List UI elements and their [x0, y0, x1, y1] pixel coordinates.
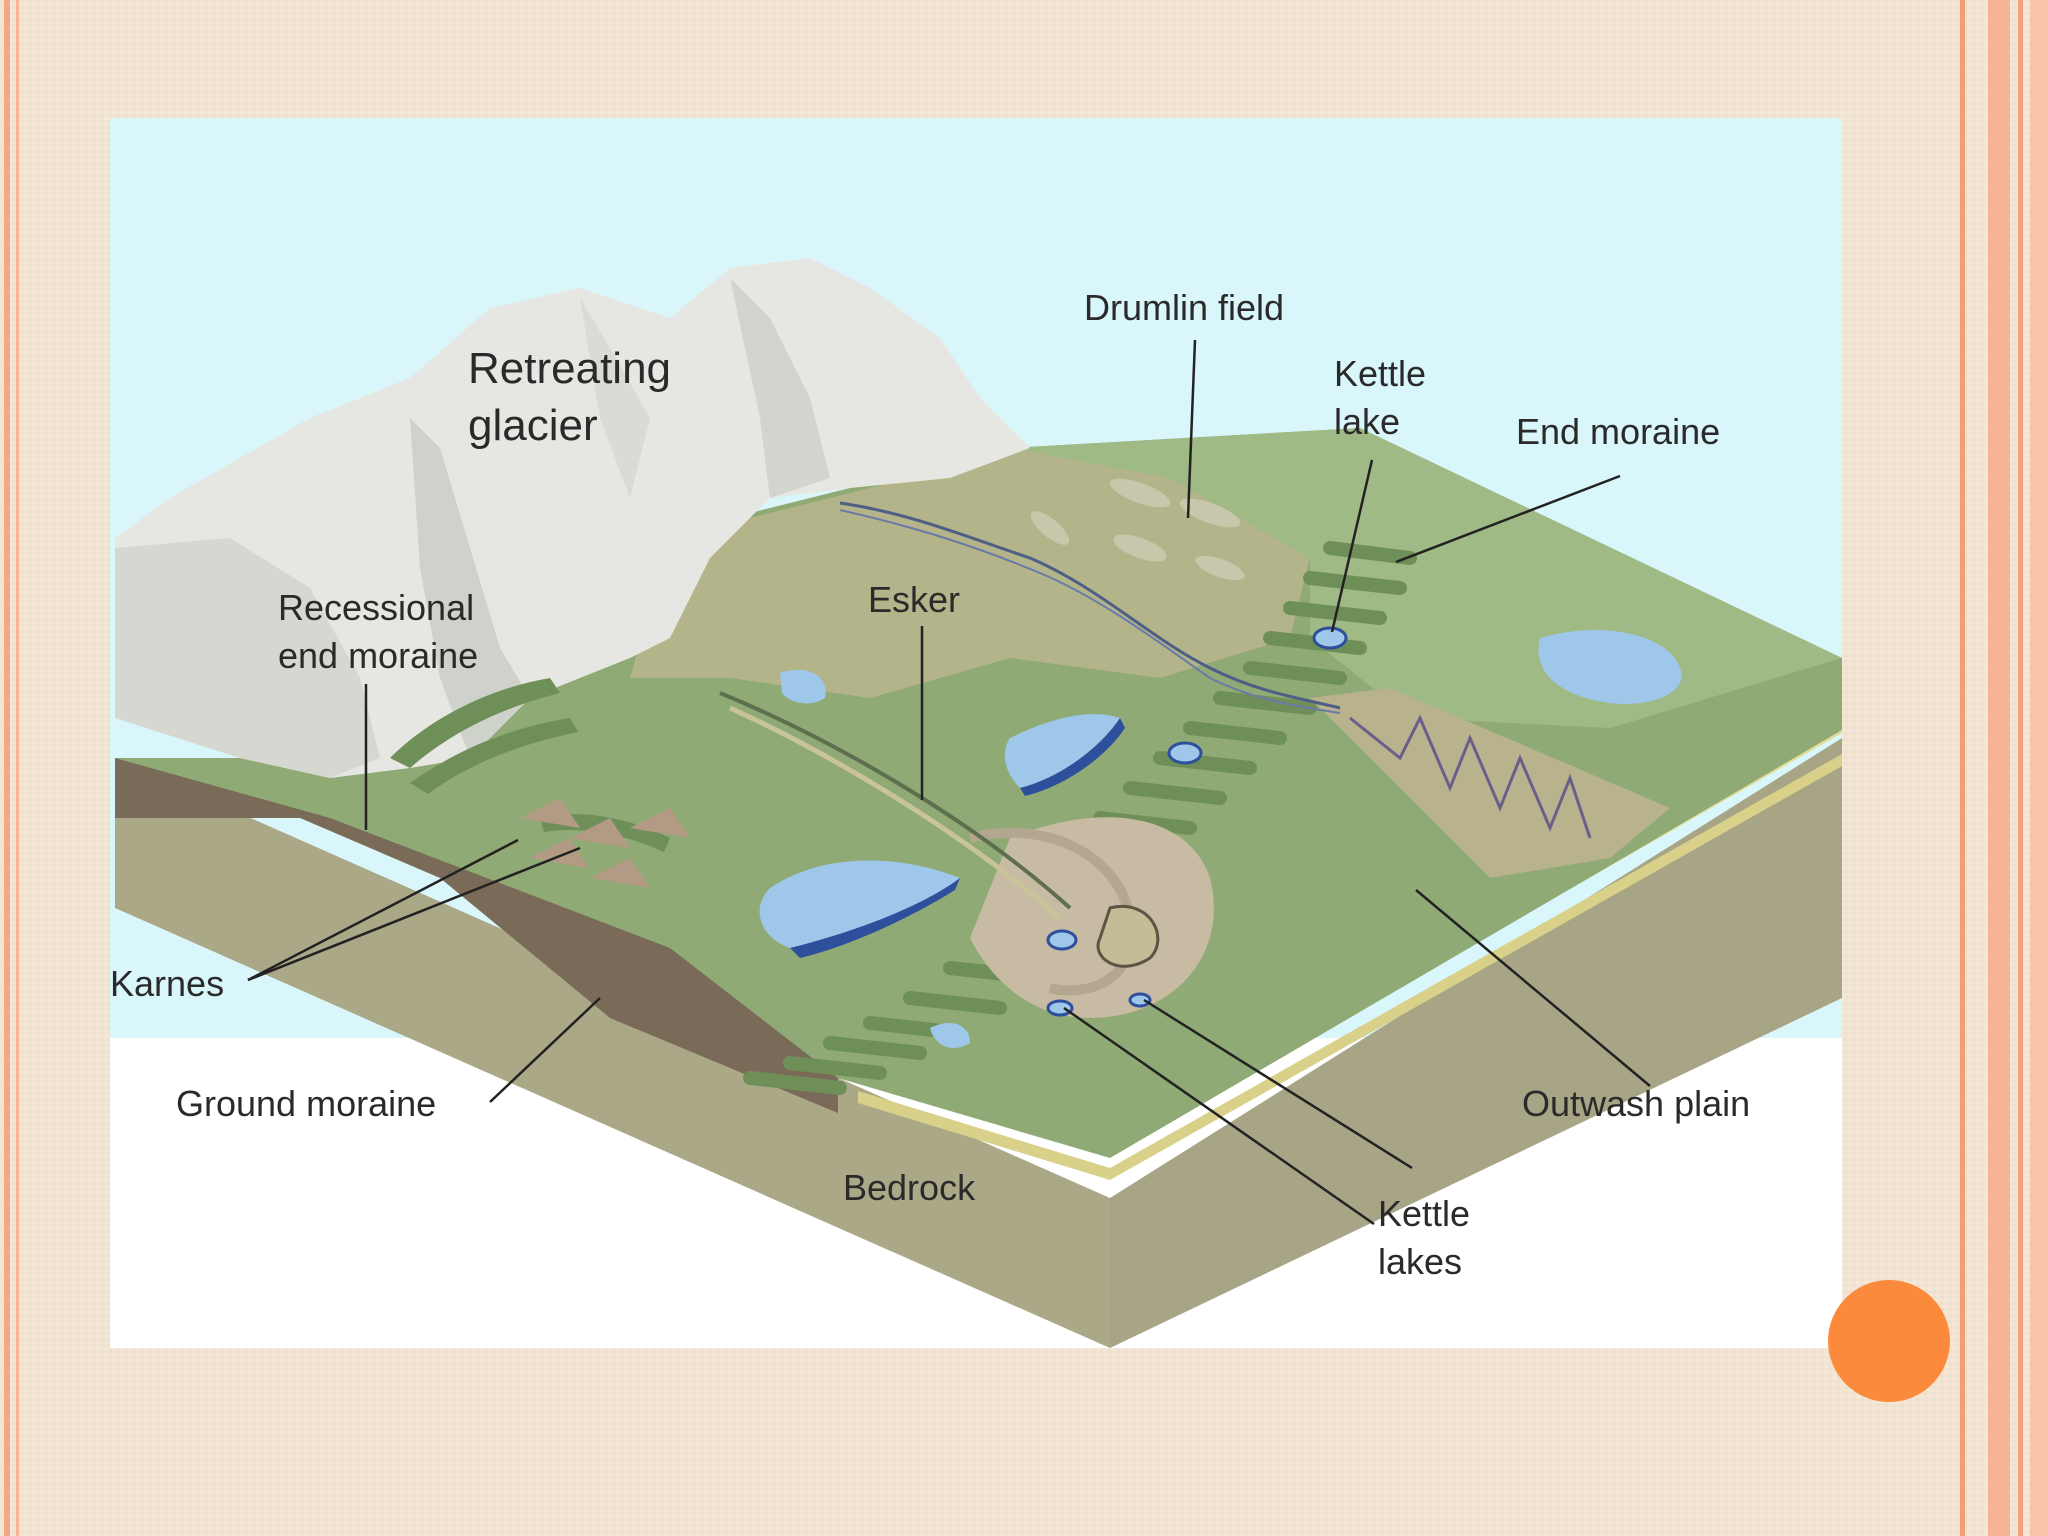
accent-circle — [1828, 1280, 1950, 1402]
label-ground-moraine: Ground moraine — [176, 1083, 436, 1124]
diagram-illustration: Retreating glacier Drumlin field Kettle … — [110, 118, 1842, 1348]
left-frame-line — [4, 0, 10, 1536]
label-karnes: Karnes — [110, 963, 224, 1004]
label-outwash-plain: Outwash plain — [1522, 1083, 1750, 1124]
right-frame-line-outer — [2018, 0, 2023, 1536]
label-lake: lake — [1334, 401, 1400, 442]
label-retreating: Retreating — [468, 344, 671, 393]
esker-end-blob — [1098, 906, 1158, 966]
label-recessional: Recessional — [278, 587, 474, 628]
label-glacier: glacier — [468, 401, 598, 450]
label-kettle-2: Kettle — [1378, 1193, 1470, 1234]
right-frame-line — [1960, 0, 1965, 1536]
label-bedrock: Bedrock — [843, 1167, 976, 1208]
right-frame-band — [1988, 0, 2010, 1536]
label-kettle: Kettle — [1334, 353, 1426, 394]
left-frame-line-inner — [16, 0, 19, 1536]
label-esker: Esker — [868, 579, 960, 620]
label-end-moraine-2: end moraine — [278, 635, 478, 676]
label-drumlin-field: Drumlin field — [1084, 287, 1284, 328]
label-lakes: lakes — [1378, 1241, 1462, 1282]
glacial-landforms-diagram: Retreating glacier Drumlin field Kettle … — [110, 118, 1842, 1348]
label-end-moraine: End moraine — [1516, 411, 1720, 452]
right-frame-band-outer — [2030, 0, 2048, 1536]
